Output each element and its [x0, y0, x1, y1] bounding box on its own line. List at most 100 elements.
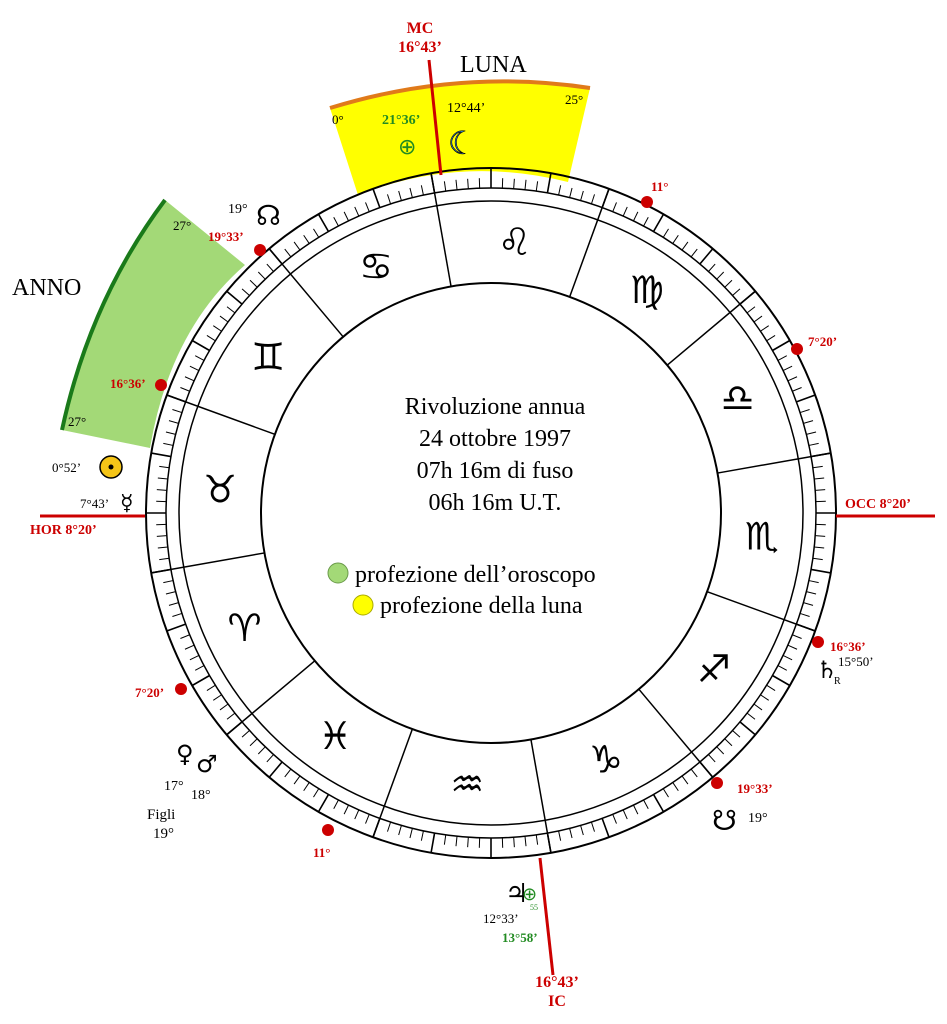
- degree-tick: [172, 409, 183, 414]
- degree-tick: [513, 837, 515, 848]
- degree-tick: [792, 387, 802, 392]
- degree-tick: [206, 335, 216, 342]
- mc-axis: [427, 59, 443, 176]
- degree-tick: [191, 339, 210, 352]
- north-node-icon: ☊: [256, 199, 281, 232]
- anno-bottom-degree: 27°: [68, 414, 86, 429]
- degree-tick: [681, 241, 689, 251]
- degree-tick: [662, 788, 669, 798]
- degree-tick: [803, 602, 814, 606]
- saturn-retro: R: [834, 676, 841, 687]
- degree-tick: [681, 775, 689, 785]
- degree-tick: [777, 665, 788, 671]
- legend-swatch-green: [327, 562, 349, 584]
- degree-tick: [546, 173, 552, 194]
- cusp-dot-11: [641, 196, 653, 208]
- sign-scorpio-icon: ♏: [745, 515, 779, 559]
- degree-tick: [365, 814, 370, 824]
- legend-label-green: profezione dell’oroscopo: [355, 562, 596, 588]
- degree-tick: [810, 568, 831, 574]
- cusp-dot-11-bottom: [322, 824, 334, 836]
- cusp-label-16-36-right: 16°36’: [830, 639, 866, 654]
- sign-cancer-icon: ♋: [359, 244, 393, 288]
- degree-tick: [156, 489, 167, 491]
- venus-icon: ♀: [176, 740, 194, 768]
- sign-libra-icon: ♎: [720, 376, 754, 420]
- degree-tick: [535, 834, 539, 845]
- degree-tick: [191, 674, 210, 687]
- degree-tick: [333, 216, 339, 227]
- degree-tick: [662, 228, 669, 238]
- mercury-degree: 7°43’: [80, 496, 109, 511]
- mc-label: MC: [407, 20, 434, 37]
- sign-divider: [530, 739, 552, 853]
- sign-aquarius-icon: ♒: [450, 762, 484, 806]
- degree-tick: [226, 712, 236, 720]
- degree-tick: [159, 557, 170, 561]
- degree-tick: [580, 825, 584, 836]
- cusp-dot-16-36-right: [812, 636, 824, 648]
- cusp-dot-7-20-left: [175, 683, 187, 695]
- degree-tick: [184, 376, 195, 382]
- ic-axis: [538, 857, 555, 976]
- degree-tick: [513, 178, 515, 189]
- sign-dividers: [151, 173, 831, 853]
- sign-divider: [372, 728, 414, 838]
- degree-tick: [766, 684, 776, 691]
- degree-tick: [180, 387, 190, 392]
- sign-taurus-icon: ♉: [203, 467, 237, 511]
- degree-tick: [226, 306, 236, 314]
- degree-tick: [219, 315, 229, 323]
- degree-tick: [633, 804, 639, 815]
- degree-tick: [580, 190, 584, 201]
- degree-tick: [194, 355, 205, 361]
- degree-tick: [455, 836, 458, 847]
- sign-divider: [717, 452, 831, 474]
- degree-tick: [257, 746, 266, 755]
- sign-glyphs: ♌♋♊♉♈♓♒♑♐♏♎♍: [203, 220, 779, 806]
- cusp-dot-7-20-right: [791, 343, 803, 355]
- degree-tick: [815, 535, 826, 537]
- sign-sagittarius-icon: ♐: [697, 647, 731, 691]
- degree-tick: [760, 325, 770, 332]
- degree-tick: [601, 818, 610, 838]
- sign-divider: [268, 248, 344, 338]
- anno-top-degree: 27°: [173, 218, 191, 233]
- degree-tick: [303, 234, 310, 244]
- degree-tick: [219, 703, 229, 711]
- legend-swatch-yellow: [352, 594, 374, 616]
- cusp-dot-19-33-left: [254, 244, 266, 256]
- degree-tick: [257, 271, 266, 280]
- degree-tick: [159, 465, 170, 469]
- degree-tick: [812, 557, 823, 561]
- figli-label: Figli: [147, 807, 175, 823]
- fortune-bottom-icon: ⊕: [522, 884, 537, 905]
- degree-tick: [690, 248, 698, 258]
- degree-tick: [814, 546, 825, 549]
- degree-tick: [622, 206, 628, 217]
- center-line-1: Rivoluzione annua: [405, 394, 586, 420]
- degree-tick: [803, 420, 814, 424]
- luna-sector-arc: [329, 79, 591, 110]
- degree-tick: [249, 279, 258, 288]
- degree-tick: [165, 591, 176, 595]
- legend-label-yellow: profezione della luna: [380, 593, 583, 619]
- degree-tick: [226, 290, 243, 305]
- cusp-dot-16-36-left: [155, 379, 167, 391]
- moon-icon: ☾: [448, 124, 477, 162]
- degree-tick: [569, 828, 573, 839]
- sign-capricorn-icon: ♑: [589, 738, 623, 782]
- luna-start: 0°: [332, 112, 344, 127]
- degree-tick: [558, 830, 562, 841]
- luna-end: 25°: [565, 92, 583, 107]
- degree-tick: [241, 288, 250, 296]
- degree-tick: [189, 655, 200, 661]
- degree-tick: [753, 315, 763, 323]
- degree-tick: [189, 365, 200, 371]
- degree-tick: [284, 768, 292, 778]
- degree-tick: [249, 738, 258, 747]
- south-node-icon: ☋: [712, 804, 737, 837]
- cusp-label-11: 11°: [651, 179, 668, 194]
- degree-tick: [524, 836, 527, 847]
- degree-tick: [409, 828, 413, 839]
